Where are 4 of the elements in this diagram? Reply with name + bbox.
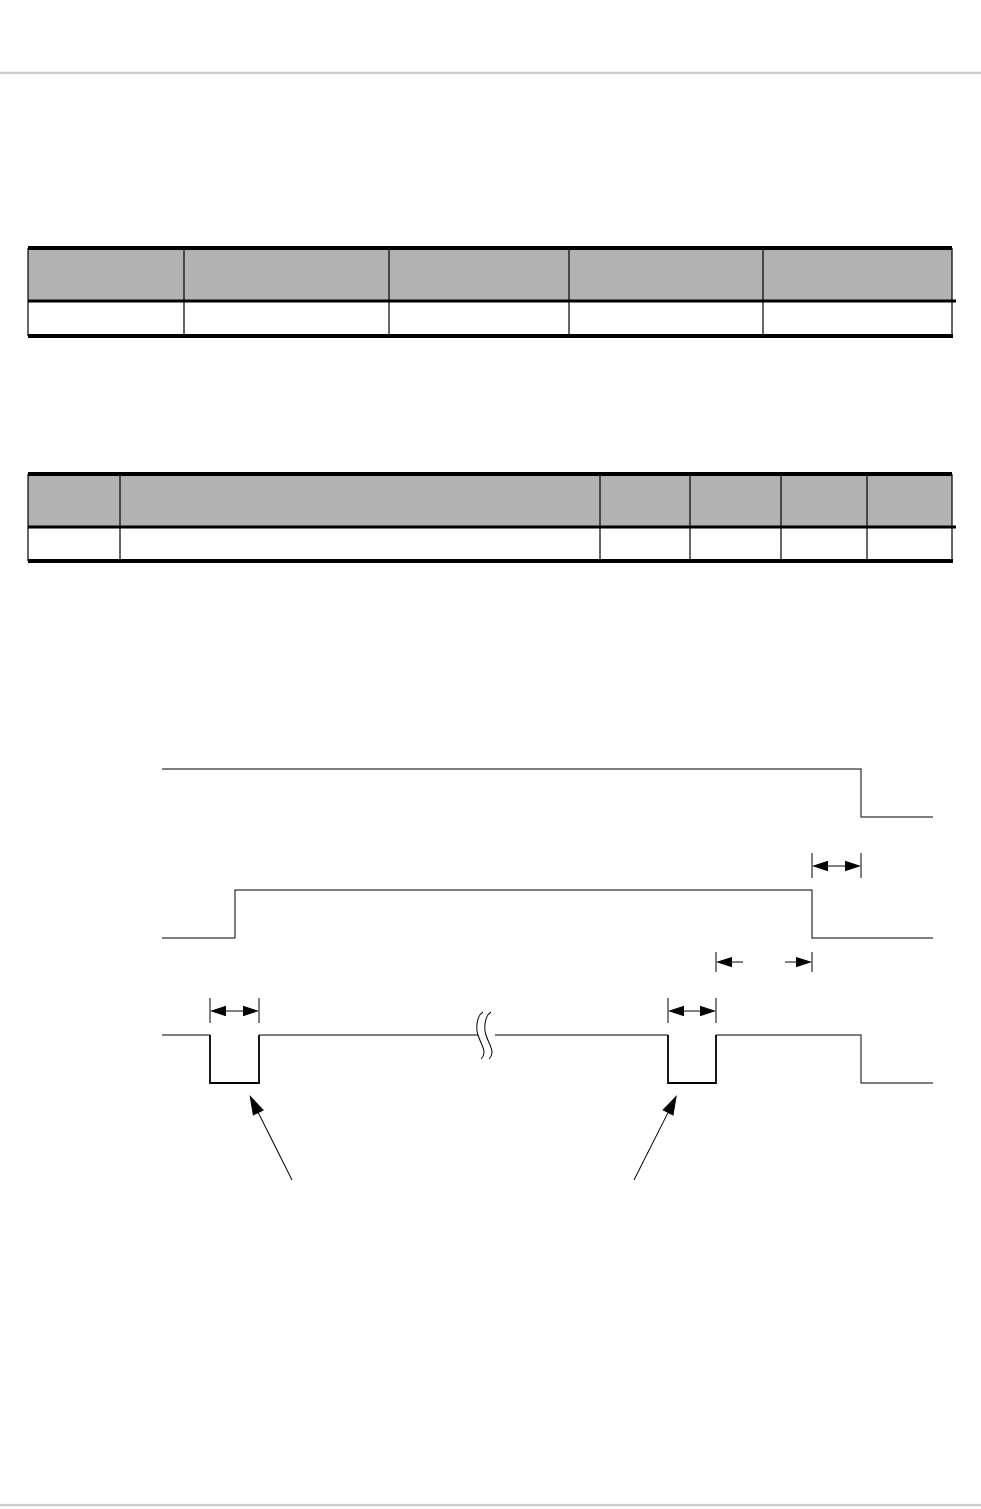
pulse [667, 1034, 717, 1084]
pulse [209, 1034, 260, 1084]
leader-arrow [249, 1096, 293, 1181]
leader-arrow [633, 1096, 677, 1181]
